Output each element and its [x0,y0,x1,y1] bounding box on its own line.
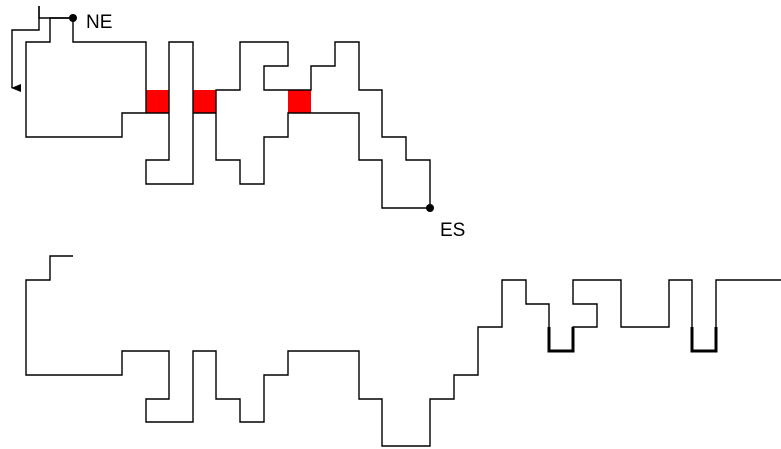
bracket-marker-2 [690,327,718,353]
end-point-icon [426,204,434,212]
highlight-cell-1 [146,90,169,113]
bracket-marker-1 [547,327,575,353]
end-label: ES [440,220,465,241]
start-label: NE [86,12,112,33]
bottom-figure [25,255,781,447]
top-guide-line [38,6,73,19]
highlight-cell-2 [193,90,216,113]
highlight-cell-3 [288,90,311,113]
down-arrow [11,6,40,92]
top-lattice-path [25,17,431,209]
start-point-icon [69,14,77,22]
top-figure: NE ES [11,6,465,241]
bottom-lattice-path [25,255,781,447]
